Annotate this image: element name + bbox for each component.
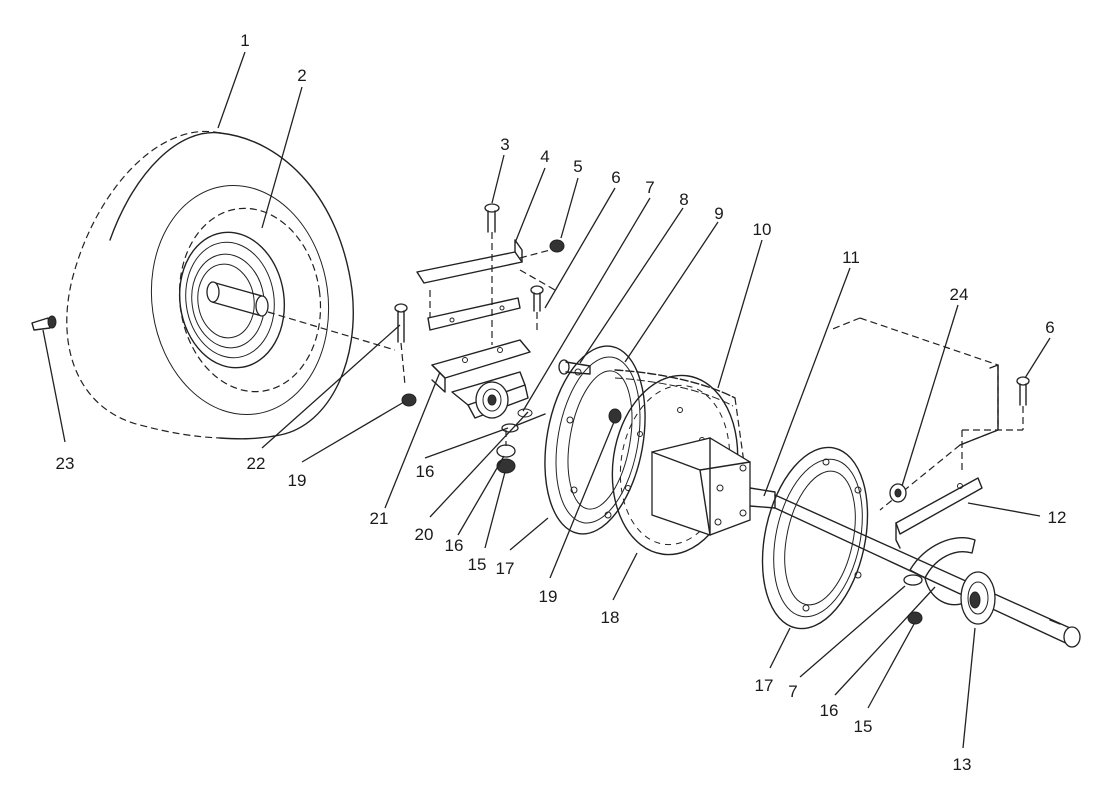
callout-17b: 17 (755, 676, 774, 695)
differential-housing (651, 437, 776, 536)
callout-7b: 7 (788, 682, 797, 701)
callout-16: 16 (416, 462, 435, 481)
callout-9: 9 (714, 204, 723, 223)
callout-15: 15 (468, 555, 487, 574)
callout-4: 4 (540, 147, 549, 166)
callout-23: 23 (56, 454, 75, 473)
bolt-8 (558, 359, 591, 375)
callout-12: 12 (1048, 508, 1067, 527)
callout-6b: 6 (1045, 318, 1054, 337)
callout-11: 11 (842, 248, 860, 267)
callout-13: 13 (953, 755, 972, 774)
callout-20: 20 (415, 525, 434, 544)
frame-panel (829, 317, 1030, 511)
pillow-block-bearing (451, 371, 546, 474)
callout-18: 18 (601, 608, 620, 627)
callout-22: 22 (247, 454, 266, 473)
callout-16c: 16 (820, 701, 839, 720)
right-flange-disc (761, 446, 869, 630)
callout-5: 5 (573, 157, 582, 176)
callout-6: 6 (611, 168, 620, 187)
bolt-22-nut-19 (394, 303, 417, 407)
leader-lines (42, 51, 1051, 749)
valve-stem-23 (31, 315, 57, 331)
callout-24: 24 (950, 285, 969, 304)
callout-7: 7 (645, 178, 654, 197)
callout-21: 21 (370, 509, 389, 528)
callout-labels: 1 2 3 4 5 6 7 8 9 10 11 24 6 23 22 19 21… (56, 31, 1067, 774)
callout-15b: 15 (854, 717, 873, 736)
tire-assembly (66, 130, 396, 440)
callout-19: 19 (288, 471, 307, 490)
callout-2: 2 (297, 66, 306, 85)
upper-brackets (416, 203, 565, 393)
left-flange-disc (544, 345, 646, 535)
callout-19b: 19 (539, 587, 558, 606)
callout-10: 10 (753, 220, 772, 239)
callout-17: 17 (496, 559, 515, 578)
right-bracket-and-bearing (889, 477, 996, 625)
callout-3: 3 (500, 135, 509, 154)
callout-8: 8 (679, 190, 688, 209)
callout-1: 1 (240, 31, 249, 50)
callout-16b: 16 (445, 536, 464, 555)
